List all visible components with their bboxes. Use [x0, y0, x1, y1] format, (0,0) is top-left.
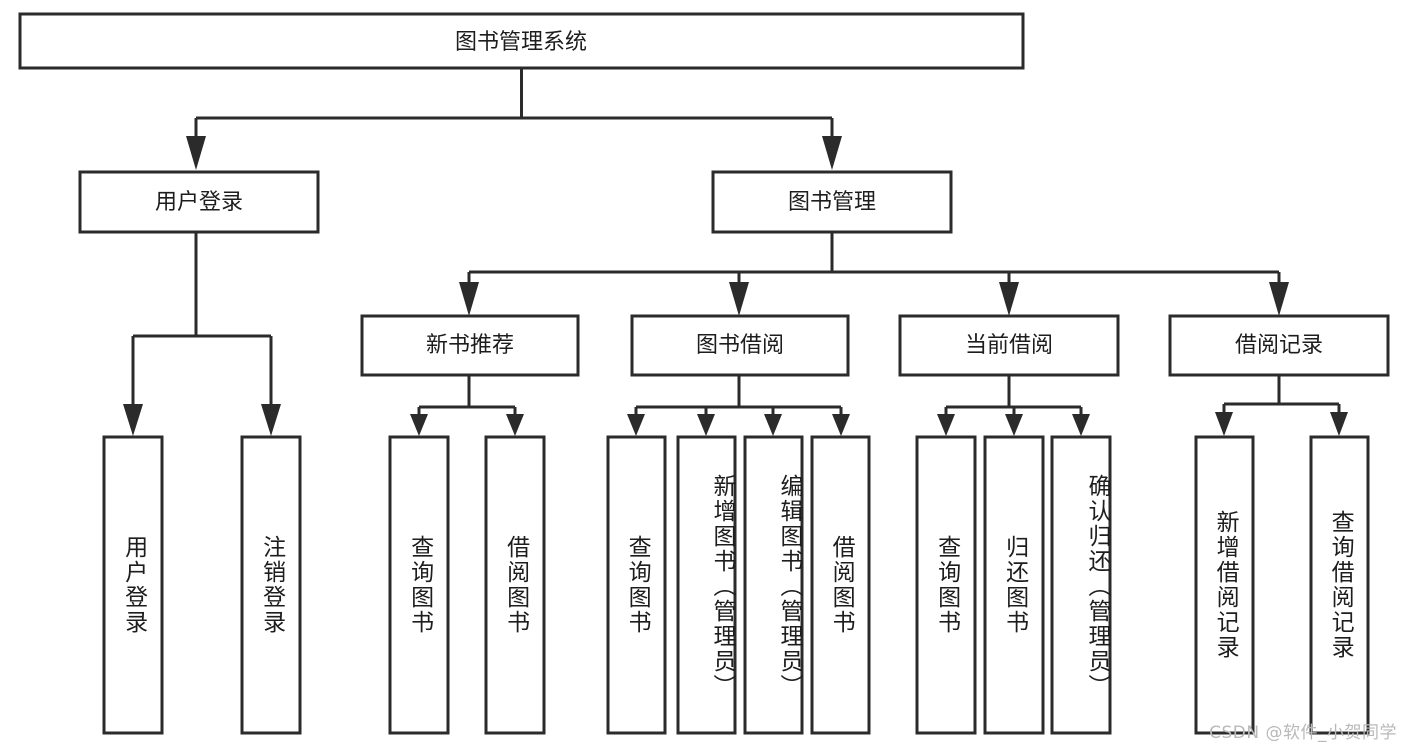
node-borrow-record[interactable]: [1168, 314, 1390, 377]
node-user-login-label: 用户登录: [155, 190, 243, 215]
arrow-to-leaf-user-login: [123, 404, 143, 436]
leaf-box-bb-add-book[interactable]: [676, 435, 737, 735]
arrow-to-new-book: [459, 282, 479, 316]
arrow-to-book-manage: [822, 136, 842, 170]
node-root[interactable]: [18, 12, 1025, 70]
leaf-box-cb-query-book[interactable]: [915, 435, 977, 735]
arrow-cb-leaf-1: [937, 414, 955, 436]
arrow-to-leaf-logout: [261, 404, 281, 436]
arrow-to-book-borrow: [729, 282, 749, 316]
leaf-box-bb-borrow-book[interactable]: [810, 435, 871, 735]
connector-book-manage-to-bus: [467, 232, 1281, 282]
node-new-book-recommend-label: 新书推荐: [426, 333, 514, 358]
node-borrow-record-label: 借阅记录: [1235, 333, 1323, 358]
node-book-borrow-label: 图书借阅: [696, 333, 784, 358]
arrow-br-leaf-2: [1330, 412, 1348, 436]
node-book-manage-label: 图书管理: [788, 190, 876, 215]
arrow-nb-leaf-1: [410, 414, 428, 436]
node-book-borrow[interactable]: [630, 314, 850, 377]
leaf-box-bb-query-book[interactable]: [606, 435, 667, 735]
arrow-bb-leaf-3: [764, 414, 782, 436]
connector-root-to-bus: [194, 68, 834, 136]
node-root-label: 图书管理系统: [455, 30, 587, 55]
arrow-bb-leaf-4: [832, 414, 850, 436]
arrow-cb-leaf-3: [1072, 414, 1090, 436]
leaf-box-user-login[interactable]: [102, 435, 164, 735]
connector-book-borrow-to-leaves: [634, 375, 843, 414]
leaf-box-nb-query-book[interactable]: [388, 435, 450, 735]
connector-current-borrow-to-leaves: [944, 375, 1083, 414]
leaf-box-br-query-record[interactable]: [1309, 435, 1370, 735]
leaf-box-br-add-record[interactable]: [1194, 435, 1255, 735]
connector-borrow-record-to-leaves: [1222, 375, 1341, 412]
node-book-manage[interactable]: [711, 170, 953, 234]
node-current-borrow[interactable]: [898, 314, 1120, 377]
connector-new-book-to-leaves: [417, 375, 517, 414]
leaf-box-cb-confirm-return[interactable]: [1050, 435, 1112, 735]
node-new-book-recommend[interactable]: [360, 314, 580, 377]
arrow-bb-leaf-1: [627, 414, 645, 436]
leaf-box-bb-edit-book[interactable]: [743, 435, 804, 735]
arrow-bb-leaf-2: [697, 414, 715, 436]
arrow-cb-leaf-2: [1005, 414, 1023, 436]
leaf-box-nb-borrow-book[interactable]: [484, 435, 546, 735]
arrow-to-user-login: [186, 136, 206, 170]
node-current-borrow-label: 当前借阅: [965, 333, 1053, 358]
leaf-box-cb-return-book[interactable]: [983, 435, 1045, 735]
arrow-br-leaf-1: [1215, 412, 1233, 436]
arrow-nb-leaf-2: [506, 414, 524, 436]
watermark-text: CSDN @软件_小贺同学: [1209, 723, 1397, 743]
arrow-to-current-borrow: [999, 282, 1019, 316]
arrow-to-borrow-record: [1269, 282, 1289, 316]
leaf-box-logout[interactable]: [240, 435, 302, 735]
connector-user-login-to-bus: [131, 232, 273, 404]
node-user-login[interactable]: [78, 170, 320, 234]
